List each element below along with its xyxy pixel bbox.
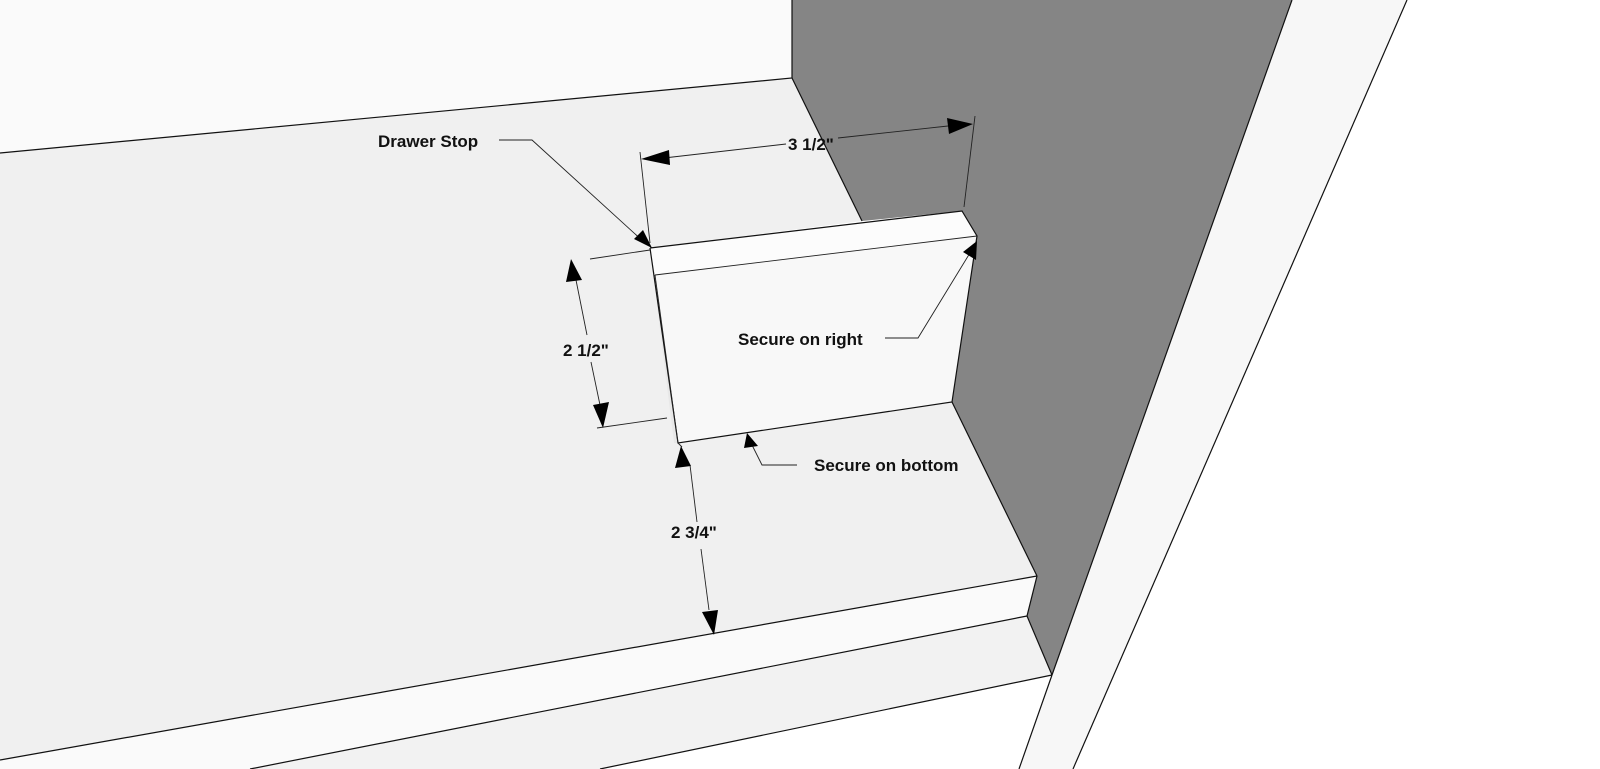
height-dimension (566, 249, 668, 429)
structure-edges (0, 0, 1408, 769)
height-label: 2 1/2" (563, 341, 609, 360)
secure-right-label: Secure on right (738, 330, 863, 349)
drawer-stop-top (650, 211, 977, 275)
width-label: 3 1/2" (788, 135, 834, 154)
drawer-stop-label: Drawer Stop (378, 132, 478, 151)
secure-bottom-label: Secure on bottom (814, 456, 959, 475)
top-panel (0, 0, 792, 153)
side-wall (792, 0, 1292, 675)
offset-label: 2 3/4" (671, 523, 717, 542)
offset-dimension (675, 442, 718, 635)
width-dimension (639, 115, 976, 244)
secure-right-leader (885, 241, 977, 339)
drawer-floor (0, 78, 1052, 769)
front-ledge-top (0, 576, 1037, 769)
front-ledge-face (250, 616, 1052, 769)
cabinet-frame (1019, 0, 1407, 769)
drawer-stop-face (655, 236, 977, 443)
drawer-stop-leader (499, 139, 652, 248)
secure-bottom-leader (744, 433, 797, 466)
